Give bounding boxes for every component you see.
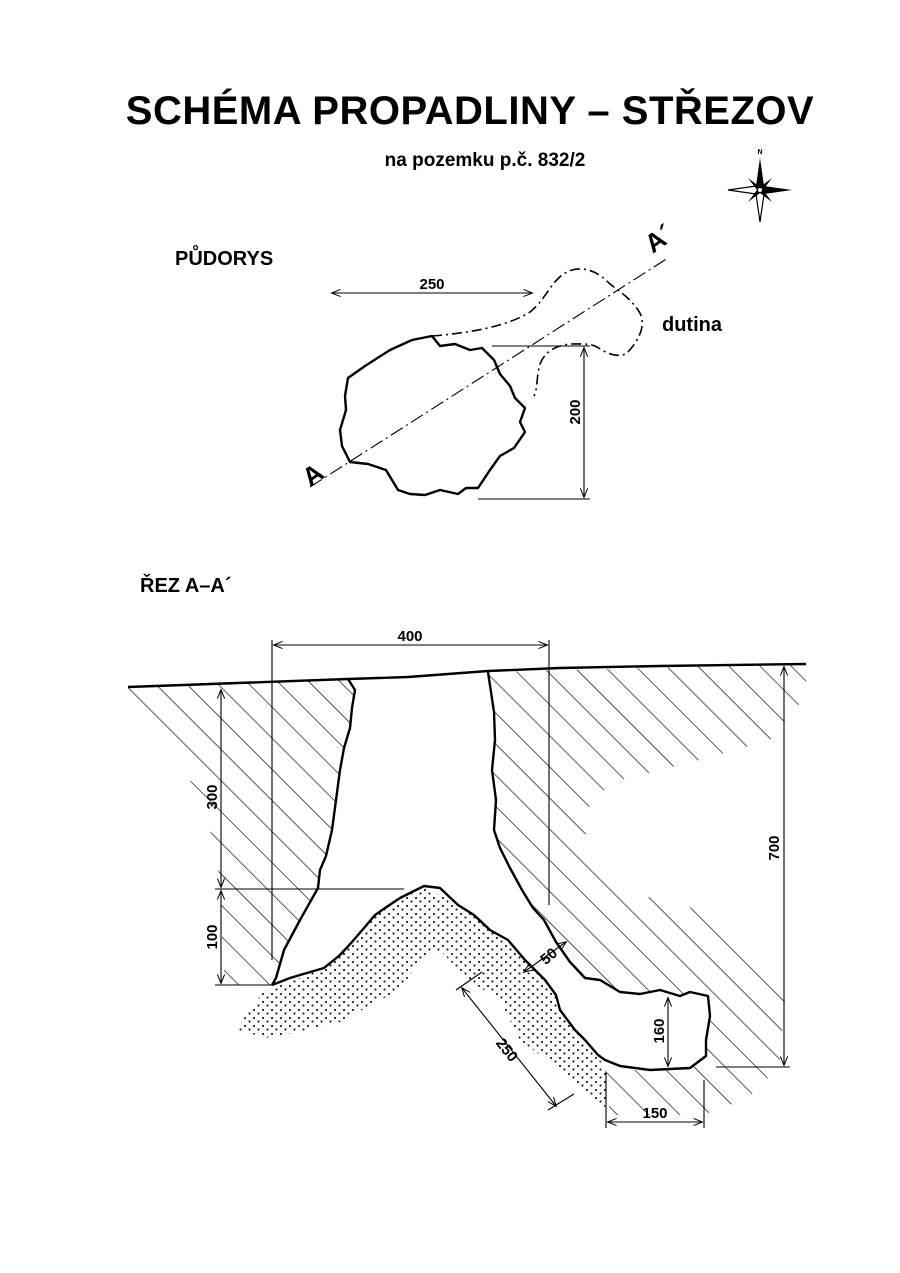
rock-hatch-right — [488, 664, 806, 1115]
page-subtitle: na pozemku p.č. 832/2 — [385, 150, 586, 171]
section-line-a-a — [309, 257, 669, 488]
section-heading: ŘEZ A–A´ — [140, 573, 231, 597]
section-dimension-chamber-height: 160 — [651, 1018, 668, 1043]
section-dimension-chamber-width: 150 — [642, 1105, 667, 1122]
plan-dimension-height: 200 — [567, 399, 584, 424]
section-dimension-top-width: 400 — [397, 628, 422, 645]
cavity-label: dutina — [662, 314, 723, 336]
compass-rose-icon: N — [727, 149, 792, 223]
sinkhole-outline — [338, 334, 527, 497]
section-marker-a: A — [297, 457, 330, 492]
section-dimension-gap-line — [522, 940, 568, 974]
cavity-outline — [431, 268, 644, 397]
compass-north-label: N — [757, 149, 762, 156]
section-extension-slope-top — [455, 971, 483, 991]
section-dimension-lower-step: 100 — [204, 924, 221, 949]
section-dimension-total-depth: 700 — [766, 835, 783, 860]
rock-hatch-left — [128, 679, 355, 985]
plan-dimension-width: 250 — [419, 276, 444, 293]
section-dimension-slope-length-line — [460, 986, 558, 1108]
shaft-left-wall — [270, 678, 357, 986]
shaft-right-wall — [486, 671, 712, 1072]
section-extension-slope-bottom — [547, 1093, 575, 1111]
section-dimension-shaft-depth: 300 — [204, 784, 221, 809]
plan-heading: PŮDORYS — [175, 244, 273, 270]
page-title: SCHÉMA PROPADLINY – STŘEZOV — [126, 87, 814, 133]
section-marker-a-prime: A´ — [639, 218, 679, 258]
section-dimension-slope-length: 250 — [492, 1035, 521, 1065]
